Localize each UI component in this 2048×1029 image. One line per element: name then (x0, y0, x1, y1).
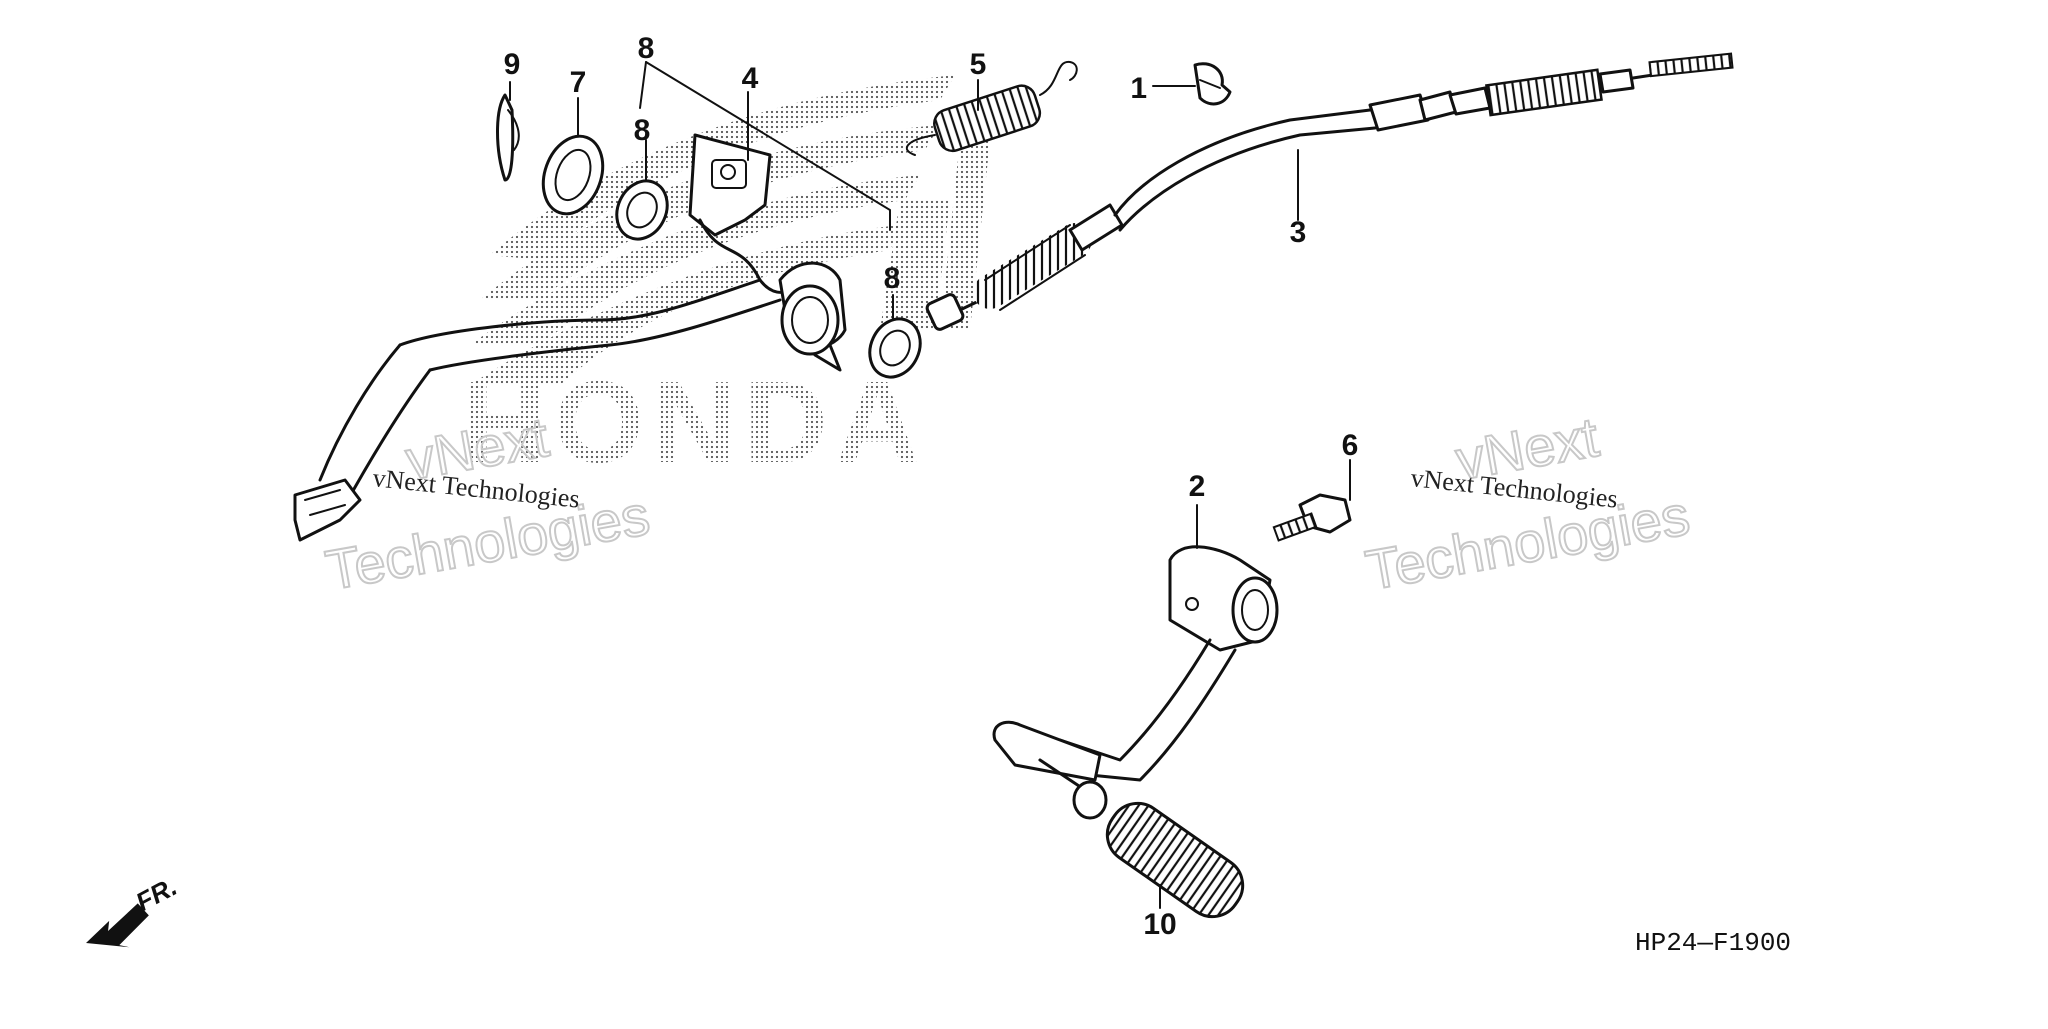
diagram-code: HP24—F1900 (1635, 928, 1791, 958)
return-spring (905, 60, 1078, 156)
callout-7: 7 (570, 66, 587, 99)
callout-2: 2 (1189, 470, 1206, 503)
callout-8-upper: 8 (634, 114, 651, 147)
washer (541, 134, 605, 216)
callout-3: 3 (1290, 216, 1307, 249)
step-pedal (992, 545, 1279, 820)
callout-8-group: 8 (638, 32, 655, 65)
pedal-rubber (1105, 801, 1245, 919)
front-arrow: FR. (86, 871, 182, 948)
honda-wordmark: HONDA (462, 357, 927, 487)
cable-clip (1193, 62, 1232, 106)
watermark-right: vNext Technologies vNext Technologies (1360, 404, 1695, 603)
callout-5: 5 (970, 48, 987, 81)
callout-1: 1 (1130, 72, 1147, 105)
callout-10: 10 (1143, 908, 1176, 941)
cotter-pin (496, 93, 520, 182)
seal-lower (868, 317, 922, 379)
callout-numbers: 1 2 3 4 5 6 7 8 8 8 9 10 (504, 32, 1359, 941)
flange-bolt (1272, 493, 1352, 542)
brake-cable (925, 52, 1734, 331)
callout-4: 4 (742, 62, 759, 95)
seal-upper (615, 179, 669, 241)
callout-8-lower: 8 (884, 262, 901, 295)
leader-lines (509, 61, 1351, 909)
callout-6: 6 (1342, 429, 1359, 462)
callout-9: 9 (504, 48, 521, 81)
brake-pedal-assembly (293, 133, 847, 542)
